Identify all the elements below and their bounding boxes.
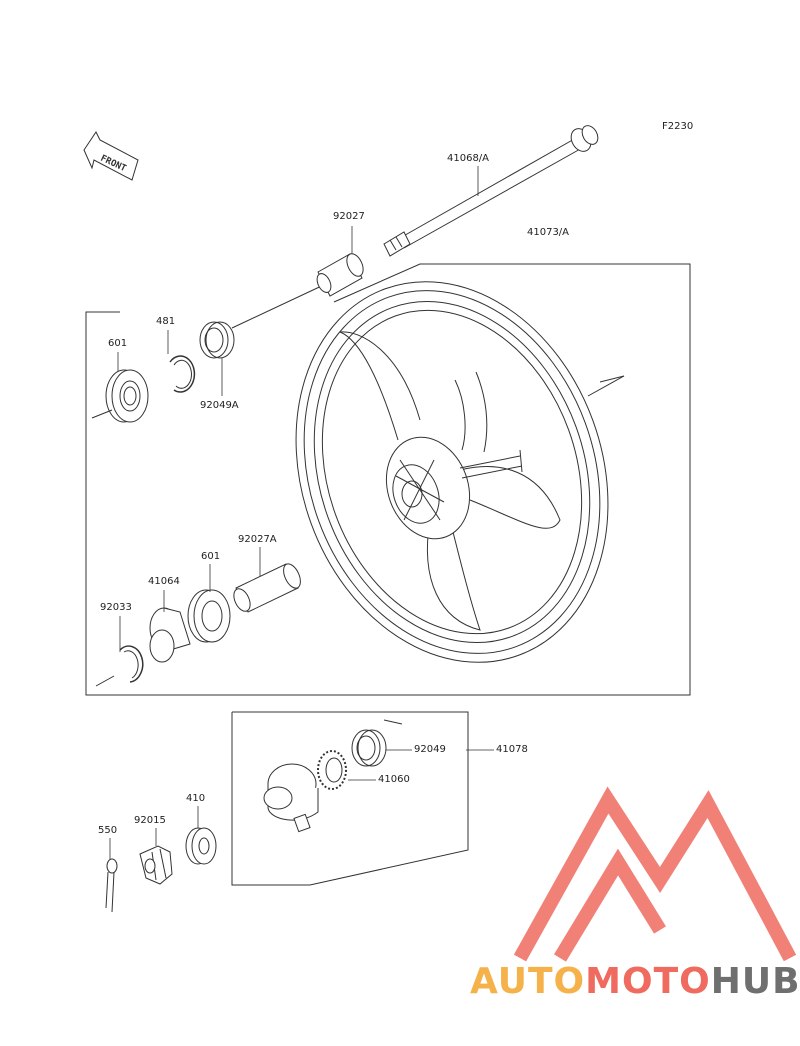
leader-lines [109, 166, 494, 860]
seal-gear [351, 729, 387, 767]
watermark-moto: MOTO [585, 961, 711, 1002]
label-circlip: 481 [156, 316, 176, 327]
cotter-pin [105, 858, 118, 913]
speedo-housing [263, 763, 319, 833]
watermark-hub: HUB [710, 961, 800, 1002]
automotohub-logo-icon [513, 786, 797, 962]
seal-left [199, 321, 235, 359]
label-nut: 92015 [134, 815, 166, 826]
label-bearing-left: 601 [108, 338, 128, 349]
hub-cover [149, 607, 191, 663]
diagram-code: F2230 [662, 121, 694, 132]
washer [185, 827, 217, 865]
label-speedo-gear: 41060 [378, 774, 410, 785]
snap-ring [119, 645, 144, 683]
bearing-right [187, 589, 231, 643]
label-snap-ring: 92033 [100, 602, 132, 613]
watermark-auto: AUTO [470, 961, 586, 1002]
wheel [295, 281, 609, 663]
front-arrow-icon: FRONT [83, 131, 139, 181]
speedo-gear [317, 750, 347, 790]
label-washer: 410 [186, 793, 206, 804]
label-speedo-assy: 41078 [496, 744, 528, 755]
collar-long [233, 563, 301, 613]
nut [139, 845, 173, 885]
label-wheel: 41073/A [527, 227, 570, 238]
label-hub-cover: 41064 [148, 576, 180, 587]
label-collar-left: 92027 [333, 211, 365, 222]
label-seal-gear: 92049 [414, 744, 446, 755]
label-bearing-right: 601 [201, 551, 221, 562]
wheel-frame [85, 263, 691, 696]
speedo-frame [231, 711, 469, 886]
label-seal-left: 92049A [200, 400, 239, 411]
label-axle: 41068/A [447, 153, 490, 164]
watermark-text: AUTOMOTOHUB [470, 962, 800, 1002]
circlip [169, 355, 196, 393]
collar-left [316, 253, 364, 297]
axle [231, 125, 599, 329]
bearing-left [105, 369, 149, 423]
label-cotter-pin: 550 [98, 825, 118, 836]
label-collar-long: 92027A [238, 534, 277, 545]
